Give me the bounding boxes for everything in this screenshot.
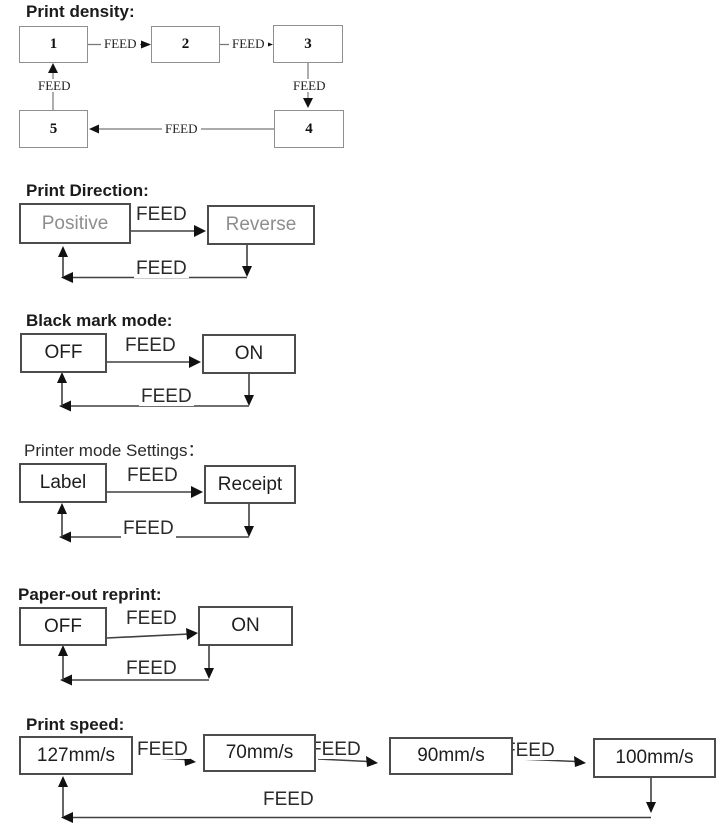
feed-label: FEED bbox=[123, 335, 178, 356]
density-node-4-label: 4 bbox=[305, 120, 313, 137]
feed-label: FEED bbox=[308, 739, 363, 760]
feed-label: FEED bbox=[135, 739, 190, 760]
section-title-print-direction: Print Direction: bbox=[26, 181, 149, 200]
paperout-option-on-label: ON bbox=[231, 615, 260, 636]
feed-label: FEED bbox=[134, 258, 189, 279]
feed-label: FEED bbox=[124, 608, 179, 629]
speed-option-70: 70mm/s bbox=[203, 734, 316, 772]
blackmark-option-off-label: OFF bbox=[44, 342, 83, 363]
feed-label: FEED bbox=[139, 386, 194, 407]
direction-option-positive-label: Positive bbox=[41, 212, 109, 234]
density-node-5-label: 5 bbox=[49, 120, 58, 137]
section-title-print-speed: Print speed: bbox=[26, 715, 125, 734]
density-node-4: 4 bbox=[274, 110, 344, 148]
blackmark-option-off: OFF bbox=[20, 333, 107, 373]
paperout-arrows bbox=[58, 628, 214, 686]
density-node-3-label: 3 bbox=[304, 35, 312, 52]
speed-option-100: 100mm/s bbox=[593, 738, 716, 778]
speed-option-127: 127mm/s bbox=[19, 736, 133, 775]
feed-label: FEED bbox=[290, 79, 329, 92]
density-node-2: 2 bbox=[151, 26, 220, 63]
paperout-option-off-label: OFF bbox=[44, 615, 82, 637]
section-title-print-density: Print density: bbox=[26, 2, 135, 21]
feed-label: FEED bbox=[121, 518, 176, 539]
printermode-option-receipt: Receipt bbox=[204, 465, 296, 504]
blackmark-arrows bbox=[57, 356, 254, 412]
speed-option-127-label: 127mm/s bbox=[36, 744, 116, 766]
printermode-option-label-text: Label bbox=[39, 472, 87, 493]
section-title-paper-out: Paper-out reprint: bbox=[18, 585, 162, 604]
density-node-1: 1 bbox=[19, 26, 88, 63]
blackmark-option-on-label: ON bbox=[234, 343, 264, 364]
paperout-option-on: ON bbox=[198, 606, 293, 646]
direction-option-positive: Positive bbox=[19, 203, 131, 244]
feed-label: FEED bbox=[125, 465, 180, 486]
blackmark-option-on: ON bbox=[202, 334, 296, 374]
direction-option-reverse-label: Reverse bbox=[225, 214, 297, 235]
printermode-option-label: Label bbox=[19, 463, 107, 503]
density-node-1-label: 1 bbox=[49, 36, 58, 52]
speed-option-100-label: 100mm/s bbox=[615, 747, 694, 768]
paperout-option-off: OFF bbox=[19, 607, 107, 646]
section-title-black-mark-mode: Black mark mode: bbox=[26, 311, 173, 330]
direction-option-reverse: Reverse bbox=[207, 205, 315, 245]
density-node-2-label: 2 bbox=[181, 36, 190, 52]
feed-label: FEED bbox=[124, 658, 179, 679]
feed-label: FEED bbox=[101, 37, 140, 50]
printermode-option-receipt-text: Receipt bbox=[217, 473, 283, 495]
feed-label: FEED bbox=[134, 204, 189, 225]
speed-option-90: 90mm/s bbox=[389, 737, 513, 775]
density-node-3: 3 bbox=[273, 25, 343, 63]
feed-label: FEED bbox=[229, 37, 268, 50]
feed-label: FEED bbox=[261, 789, 316, 810]
density-node-5: 5 bbox=[19, 110, 88, 148]
speed-option-70-label: 70mm/s bbox=[225, 742, 294, 763]
feed-label: FEED bbox=[502, 740, 557, 761]
section-title-printer-mode: Printer mode Settings： bbox=[24, 441, 205, 460]
speed-arrows bbox=[58, 755, 656, 823]
speed-option-90-label: 90mm/s bbox=[417, 745, 485, 766]
feed-label: FEED bbox=[35, 79, 74, 92]
feed-label: FEED bbox=[162, 122, 201, 135]
